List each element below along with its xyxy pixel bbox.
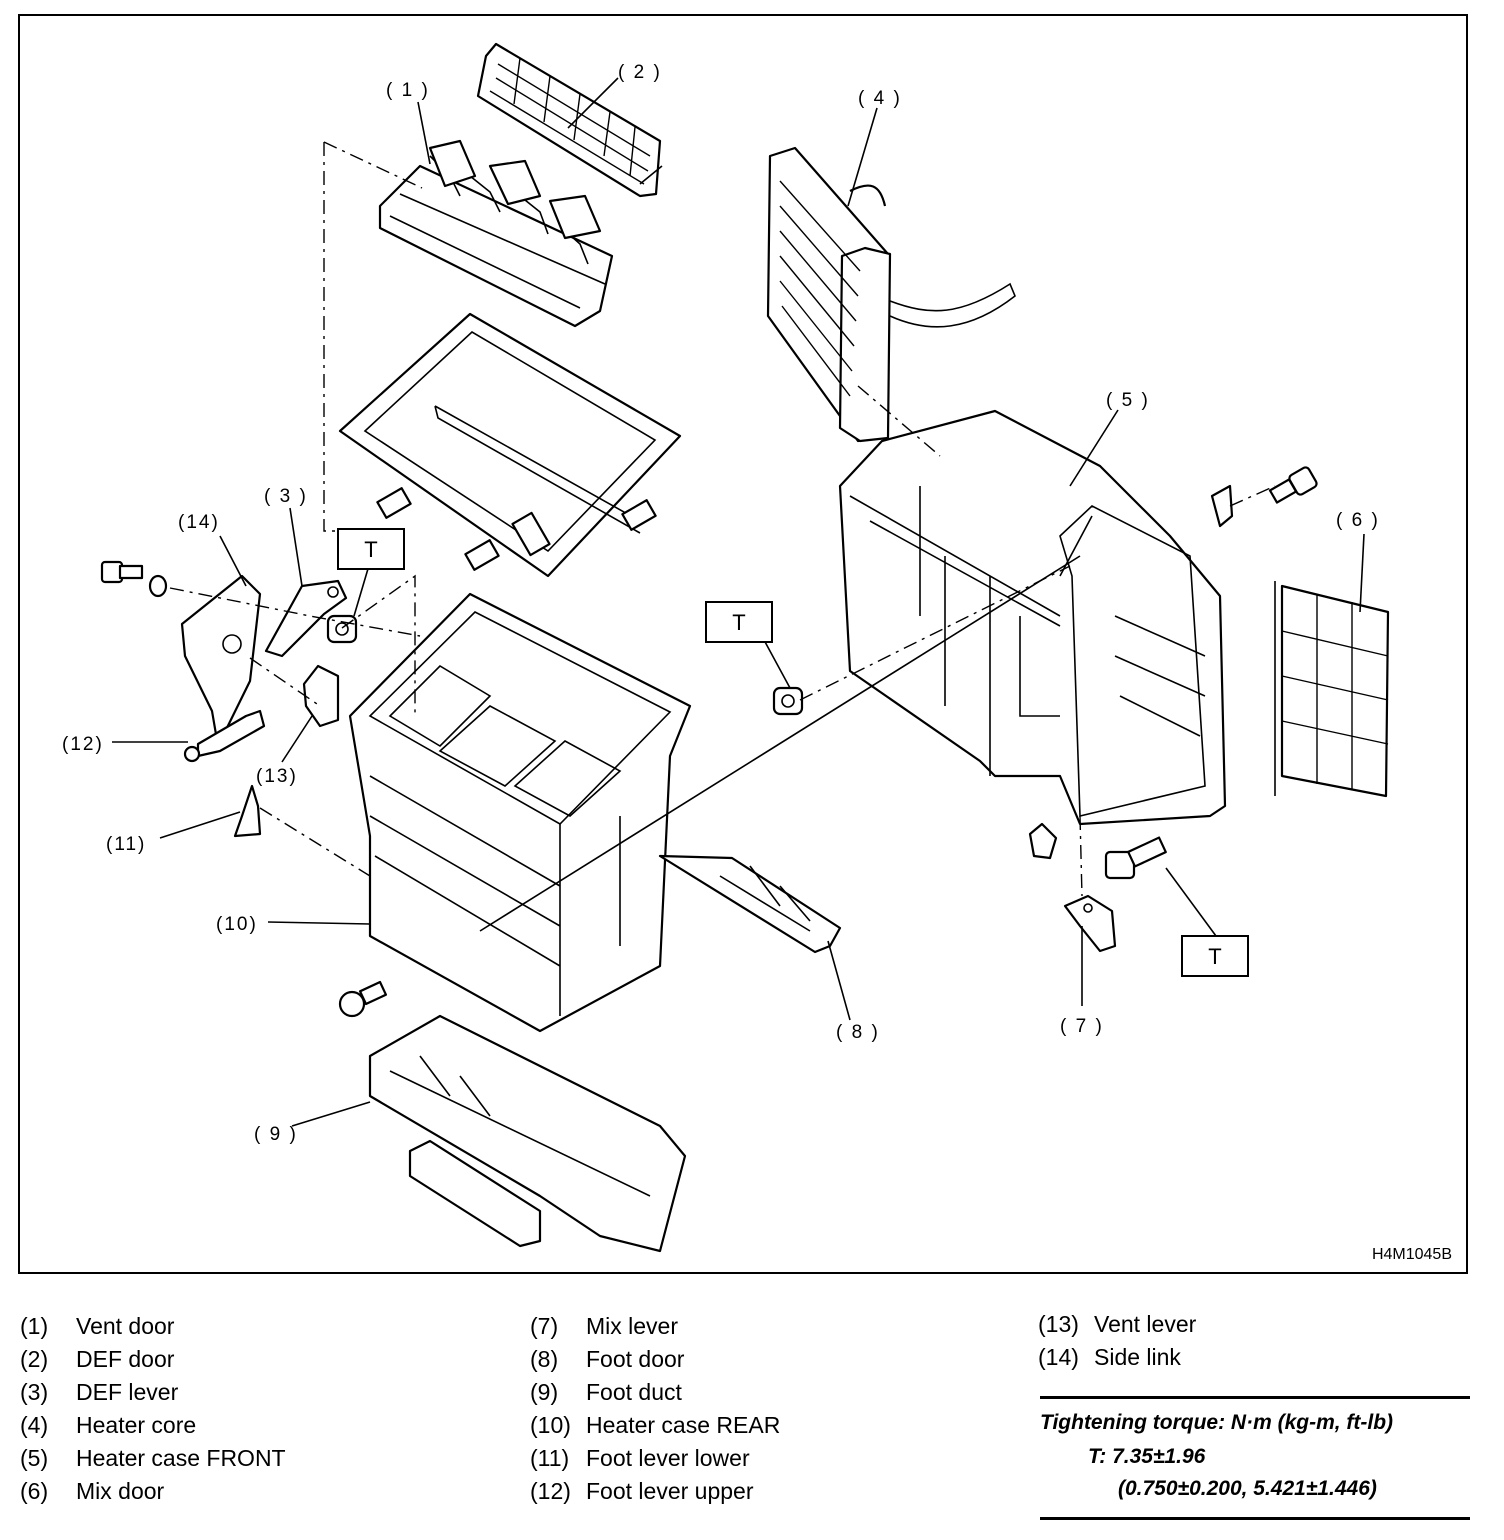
clip-right <box>1210 484 1234 528</box>
torque-marker-1-label: T <box>364 537 377 562</box>
legend-number: (1) <box>20 1313 49 1339</box>
torque-spec-box: Tightening torque: N·m (kg-m, ft-lb) T: … <box>1040 1396 1470 1520</box>
callout-11: (11) <box>106 834 146 855</box>
callout-1: ( 1 ) <box>386 80 430 101</box>
drawing-id: H4M1045B <box>1371 1246 1452 1263</box>
legend-label: Foot door <box>586 1346 685 1372</box>
nut-right <box>772 686 804 716</box>
legend-column-3: (13) Vent lever (14) Side link <box>1038 1308 1196 1374</box>
callout-9: ( 9 ) <box>254 1124 298 1145</box>
foot-duct-part <box>368 1014 687 1253</box>
legend-item: (3) DEF lever <box>20 1376 286 1409</box>
legend-item: (5) Heater case FRONT <box>20 1442 286 1475</box>
legend-label: Vent door <box>76 1313 175 1339</box>
legend-number: (8) <box>530 1346 559 1372</box>
legend-item: (11) Foot lever lower <box>530 1442 780 1475</box>
legend-item: (9) Foot duct <box>530 1376 780 1409</box>
torque-conversion: (0.750±0.200, 5.421±1.446) <box>1118 1477 1377 1500</box>
legend-number: (3) <box>20 1379 49 1405</box>
callout-12: (12) <box>62 734 104 755</box>
legend-label: Foot lever lower <box>586 1445 750 1471</box>
legend-item: (10) Heater case REAR <box>530 1409 780 1442</box>
callout-14: (14) <box>178 512 220 533</box>
clip-lower <box>1028 822 1058 860</box>
callout-2: ( 2 ) <box>618 62 662 83</box>
callouts: ( 1 ) ( 2 ) ( 3 ) ( 4 ) ( 5 ) ( 6 ) ( 7 … <box>62 62 1380 1145</box>
legend-label: DEF door <box>76 1346 175 1372</box>
callout-13: (13) <box>256 766 298 787</box>
assembly-lines <box>169 141 1276 932</box>
leader-lines <box>112 77 1365 1127</box>
legend-label: Heater case FRONT <box>76 1445 286 1471</box>
callout-8: ( 8 ) <box>836 1022 880 1043</box>
vent-lever-part <box>302 664 340 728</box>
legend-item: (8) Foot door <box>530 1343 780 1376</box>
foot-door-part <box>658 854 842 954</box>
callout-3: ( 3 ) <box>264 486 308 507</box>
case-frame-part <box>338 312 682 578</box>
legend-item: (1) Vent door <box>20 1310 286 1343</box>
legend-item: (7) Mix lever <box>530 1310 780 1343</box>
foot-lever-upper-part <box>183 709 266 763</box>
legend-number: (7) <box>530 1313 559 1339</box>
legend-label: Vent lever <box>1094 1311 1197 1337</box>
legend-item: (6) Mix door <box>20 1475 286 1508</box>
legend-column-2: (7) Mix lever (8) Foot door (9) Foot duct (… <box>530 1310 780 1508</box>
legend-column-1: (1) Vent door (2) DEF door (3) DEF lever (4… <box>20 1310 286 1508</box>
heater-case-front-part <box>838 409 1227 826</box>
legend-number: (5) <box>20 1445 49 1471</box>
legend-label: Heater case REAR <box>586 1412 781 1438</box>
torque-marker-2: T <box>705 601 773 643</box>
legend-item: (12) Foot lever upper <box>530 1475 780 1508</box>
vent-door-part <box>378 139 614 328</box>
mix-lever-part <box>1063 894 1117 953</box>
def-door-part <box>476 42 663 198</box>
legend-number: (13) <box>1038 1311 1079 1337</box>
legend-number: (6) <box>20 1478 49 1504</box>
diagram-frame: T T T ( 1 ) ( 2 ) ( 3 ) ( 4 ) ( 5 ) ( 6 … <box>18 14 1468 1274</box>
callout-7: ( 7 ) <box>1060 1016 1104 1037</box>
legend-label: DEF lever <box>76 1379 179 1405</box>
legend-number: (9) <box>530 1379 559 1405</box>
torque-marker-3: T <box>1181 935 1249 977</box>
legend-item: (4) Heater core <box>20 1409 286 1442</box>
legend-item: (2) DEF door <box>20 1343 286 1376</box>
legend-label: Heater core <box>76 1412 197 1438</box>
legend-number: (4) <box>20 1412 49 1438</box>
side-link-part <box>180 574 262 748</box>
bolt-left <box>100 560 168 598</box>
legend-label: Mix lever <box>586 1313 679 1339</box>
legend-label: Foot lever upper <box>586 1478 754 1504</box>
legend-number: (2) <box>20 1346 49 1372</box>
legend-label: Foot duct <box>586 1379 682 1405</box>
exploded-view-diagram: T T T ( 1 ) ( 2 ) ( 3 ) ( 4 ) ( 5 ) ( 6 … <box>62 42 1390 1253</box>
screw-right-upper <box>1268 466 1318 504</box>
legend-label: Mix door <box>76 1478 165 1504</box>
legend-label: Side link <box>1094 1344 1181 1370</box>
torque-marker-2-label: T <box>732 610 745 635</box>
legend-number: (10) <box>530 1412 571 1438</box>
legend-item: (13) Vent lever <box>1038 1308 1196 1341</box>
callout-10: (10) <box>216 914 258 935</box>
legend-number: (12) <box>530 1478 571 1504</box>
torque-marker-1: T <box>337 528 405 570</box>
torque-heading: Tightening torque: N·m (kg-m, ft-lb) <box>1040 1411 1394 1434</box>
fasteners <box>100 466 1318 1018</box>
callout-4: ( 4 ) <box>858 88 902 109</box>
heater-core-part <box>766 146 1016 443</box>
torque-marker-3-label: T <box>1208 944 1221 969</box>
screw-bottom-left <box>338 980 388 1018</box>
foot-lever-lower-part <box>233 784 262 838</box>
legend-number: (11) <box>530 1445 570 1471</box>
screw-right-lower <box>1104 836 1167 880</box>
heater-case-rear-part <box>348 592 692 1033</box>
mix-door-part <box>1274 581 1390 798</box>
legend-number: (14) <box>1038 1344 1079 1370</box>
legend-item: (14) Side link <box>1038 1341 1196 1374</box>
callout-5: ( 5 ) <box>1106 390 1150 411</box>
torque-value: T: 7.35±1.96 <box>1088 1445 1206 1468</box>
callout-6: ( 6 ) <box>1336 510 1380 531</box>
